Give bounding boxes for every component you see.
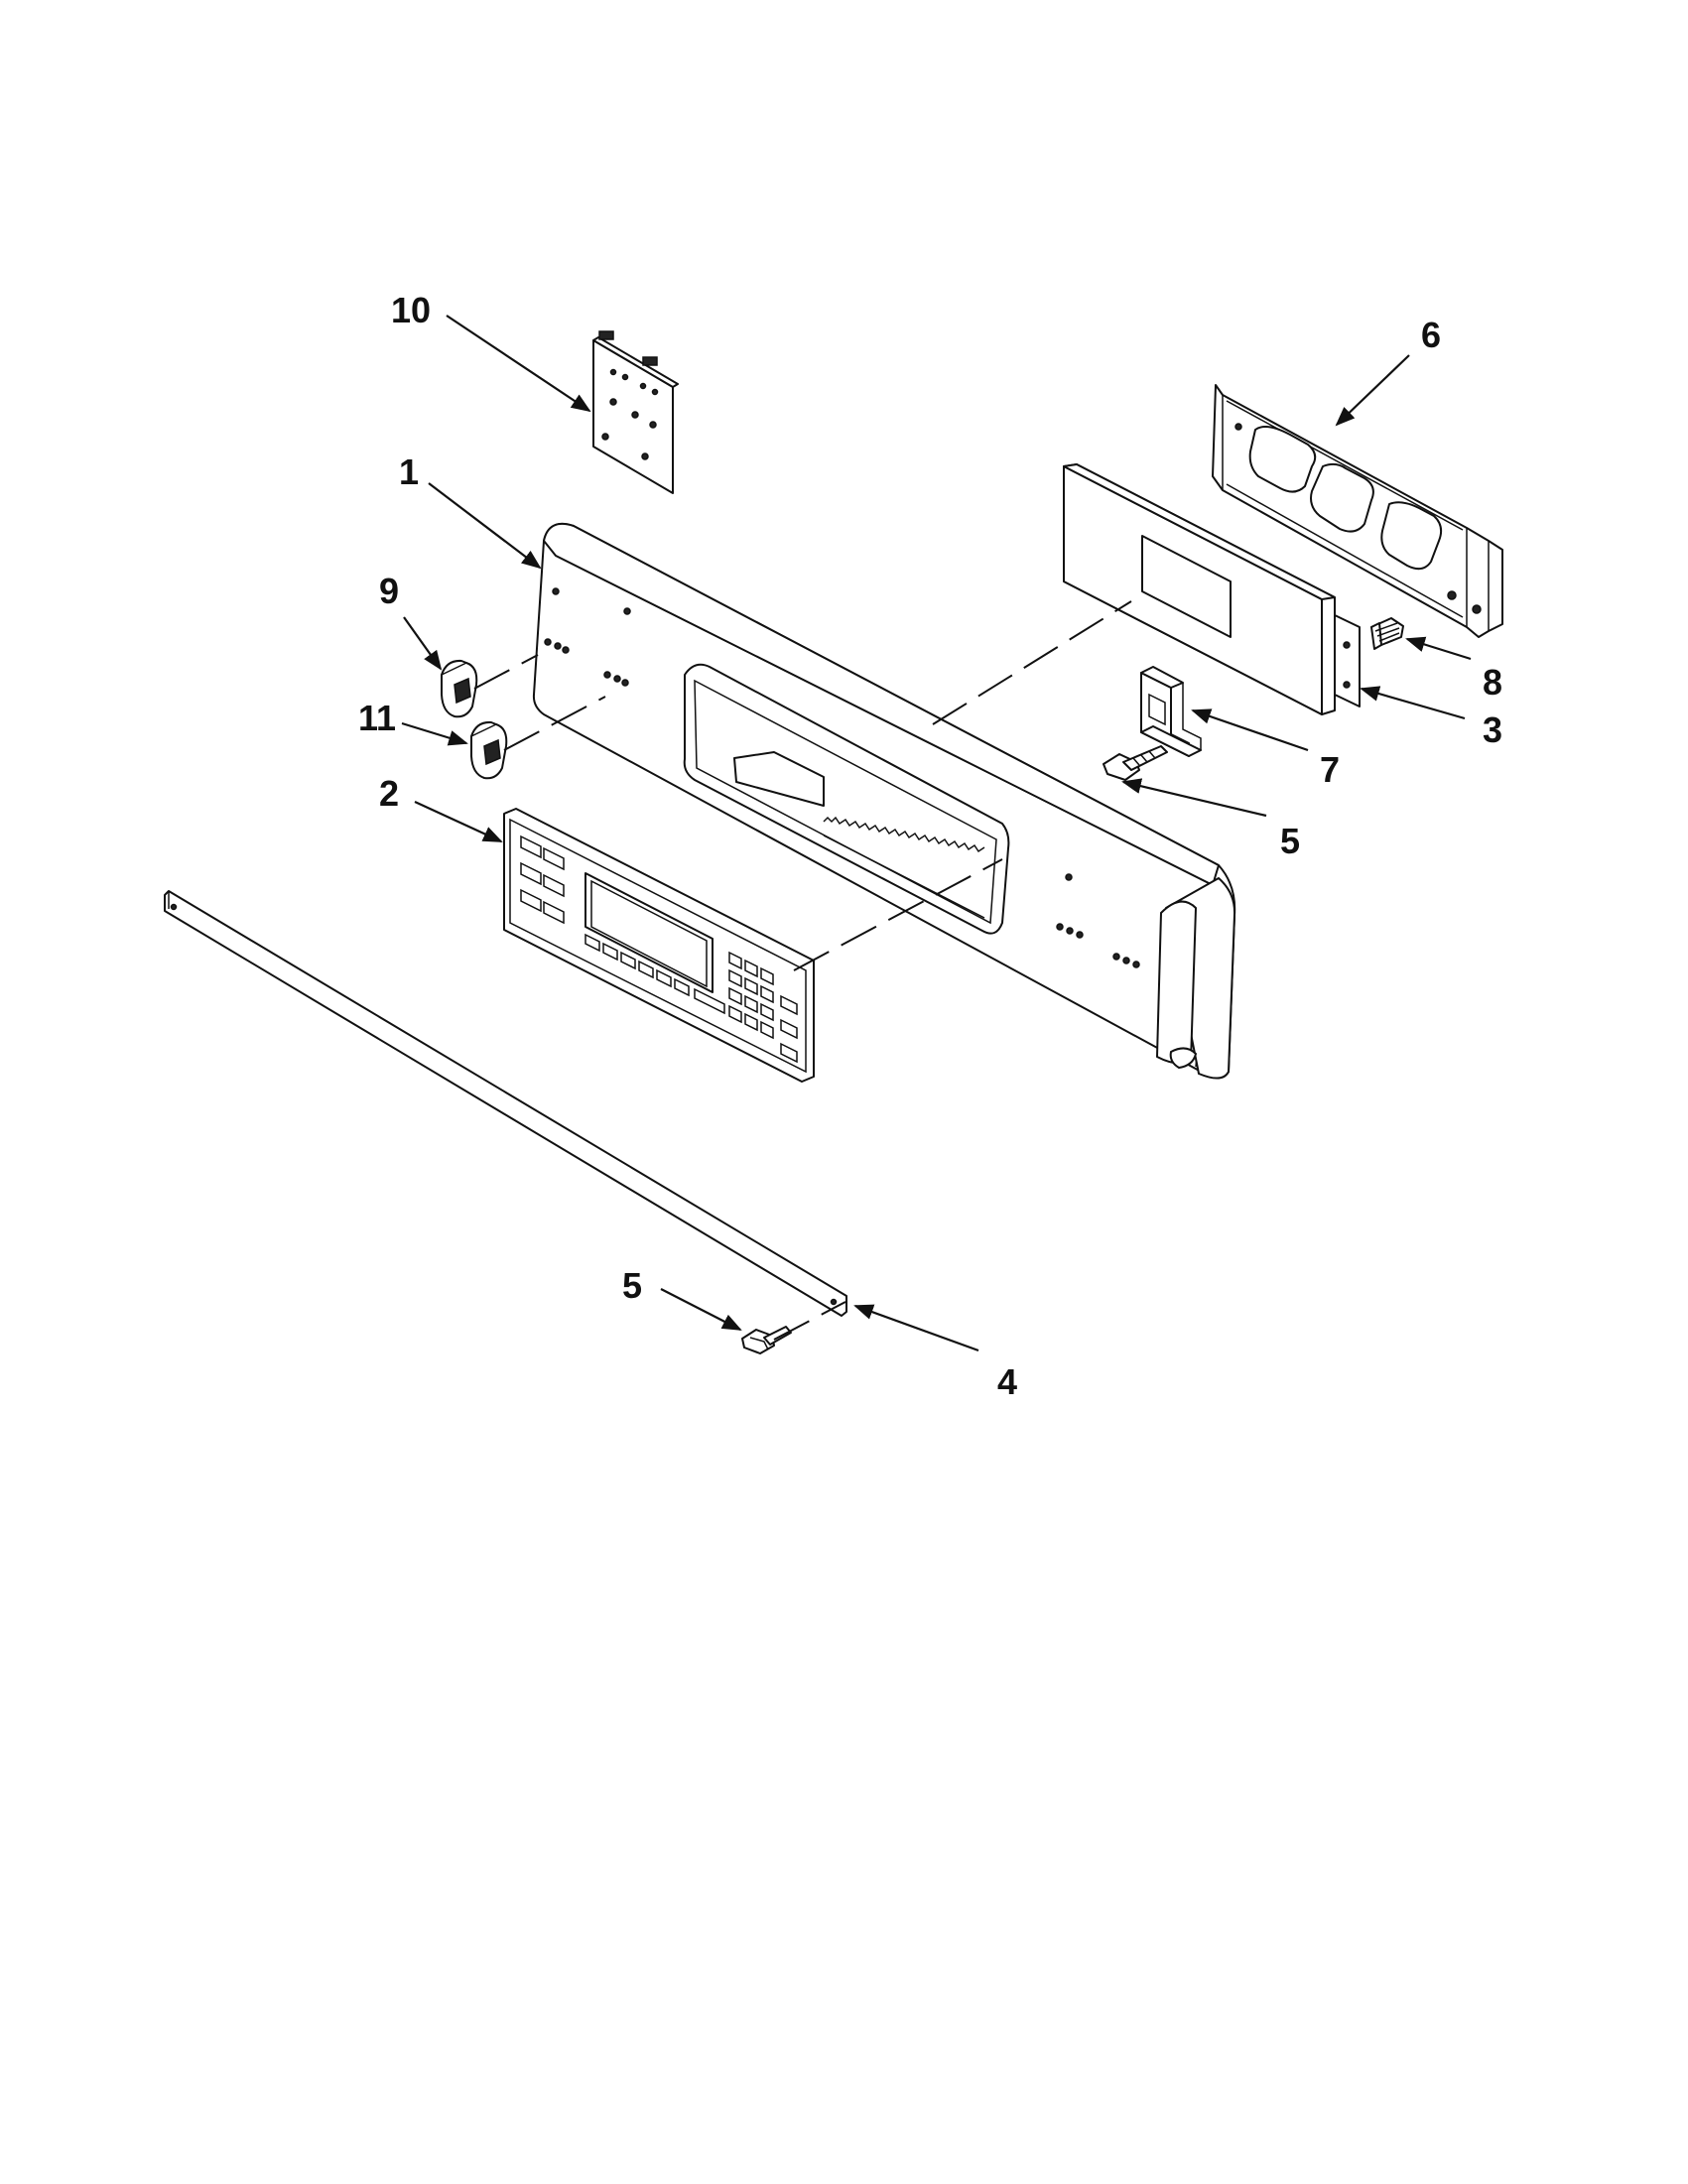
callout-6: 6 [1421, 315, 1441, 355]
callout-8: 8 [1483, 662, 1502, 703]
callout-11: 11 [358, 698, 396, 738]
panel-vent-slots [823, 816, 985, 919]
callout-7: 7 [1320, 749, 1340, 790]
screw-part-8 [1370, 617, 1404, 650]
callout-3: 3 [1483, 709, 1502, 750]
board-contacts [601, 368, 659, 460]
keypad-bottom-buttons [584, 933, 725, 1015]
leader-arrows [401, 315, 1472, 1352]
callout-1: 1 [399, 451, 419, 492]
callout-9: 9 [379, 571, 399, 611]
bracket-panel-part-6 [1212, 384, 1503, 638]
callout-4: 4 [997, 1361, 1017, 1402]
circuit-board-part-10 [592, 330, 679, 494]
callout-5-lower: 5 [622, 1265, 642, 1306]
callout-2: 2 [379, 773, 399, 814]
callout-5-upper: 5 [1280, 821, 1300, 861]
keypad-left-buttons [520, 835, 565, 925]
screw-part-5-upper [1103, 745, 1168, 781]
callout-10: 10 [391, 290, 431, 330]
control-board-housing-part-3 [1063, 463, 1361, 715]
knob-part-9 [441, 659, 478, 718]
control-panel-part-1 [532, 522, 1236, 1080]
knob-part-11 [470, 720, 508, 780]
trim-strip-part-4 [164, 890, 847, 1317]
callout-labels: 10 6 1 9 11 2 8 3 7 5 5 4 [358, 290, 1502, 1402]
keypad-number-grid [728, 951, 798, 1064]
assembly-lines [473, 600, 1132, 1341]
screw-part-5-lower [741, 1326, 792, 1354]
overlay-keypad-part-2 [503, 808, 815, 1083]
mounting-bracket-part-7 [1140, 666, 1202, 757]
